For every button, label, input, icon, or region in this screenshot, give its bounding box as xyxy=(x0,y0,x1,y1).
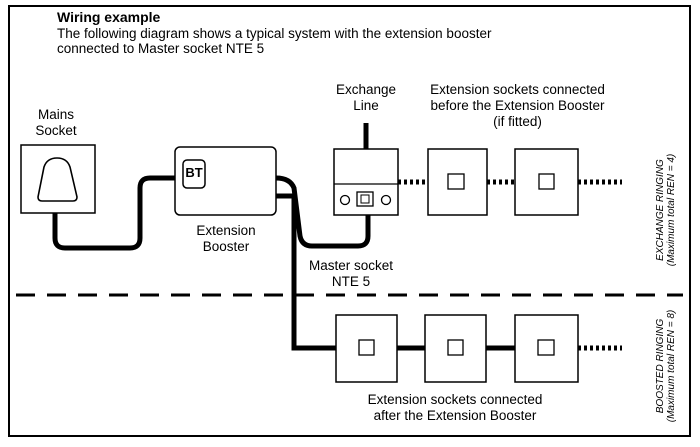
booster-to-extension-wire xyxy=(276,193,336,351)
diagram-title: Wiring example xyxy=(57,9,161,25)
extension-socket-after-3-port xyxy=(537,339,555,356)
master-socket-port-inner xyxy=(360,194,370,204)
diagram-frame xyxy=(8,5,691,437)
exchange-ringing-label: EXCHANGE RINGING (Maximum total REN = 4) xyxy=(655,153,677,267)
mains-plug-icon xyxy=(37,157,78,202)
description-line-1: The following diagram shows a typical sy… xyxy=(57,26,492,41)
master-screw-right xyxy=(380,194,392,206)
extension-socket-before-1-port xyxy=(447,173,465,190)
after-booster-label: Extension sockets connected after the Ex… xyxy=(367,392,543,423)
boosted-ringing-label: BOOSTED RINGING (Maximum total REN = 8) xyxy=(655,309,677,423)
mains-socket-label: Mains Socket xyxy=(35,107,77,138)
diagram-description: The following diagram shows a typical sy… xyxy=(57,26,491,56)
bt-logo-text: BT xyxy=(185,165,203,180)
extension-booster-label: Extension Booster xyxy=(196,223,256,254)
extension-socket-after-2-port xyxy=(447,339,464,356)
bt-logo-icon xyxy=(182,159,206,189)
booster-to-master-wire xyxy=(275,175,371,249)
extension-socket-after-1-port xyxy=(358,339,375,356)
mains-to-booster-wire xyxy=(52,175,175,251)
master-socket-label: Master socket NTE 5 xyxy=(308,258,394,289)
exchange-line-label: Exchange Line xyxy=(335,82,397,113)
description-line-2: connected to Master socket NTE 5 xyxy=(57,41,265,56)
extension-socket-after-3 xyxy=(514,314,579,383)
master-screw-left xyxy=(339,194,351,206)
before-booster-label: Extension sockets connected before the E… xyxy=(430,82,605,129)
extension-socket-before-2-port xyxy=(538,173,555,190)
